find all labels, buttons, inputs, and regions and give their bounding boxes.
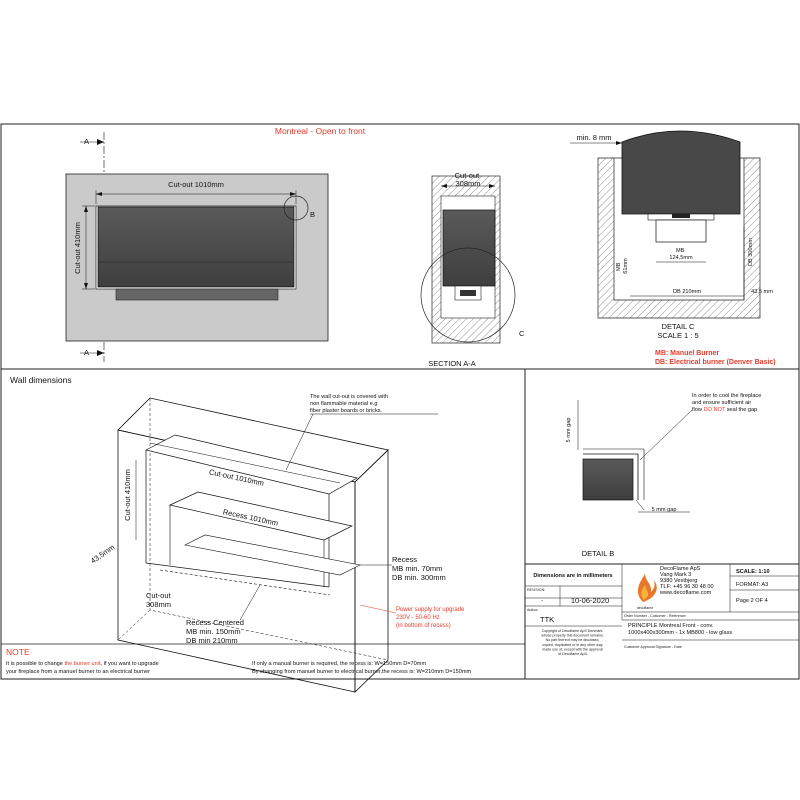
order-header: Order Number - Customer - Reference:	[624, 614, 687, 618]
author-label: Author:	[527, 608, 539, 612]
fireplace-front	[97, 206, 295, 288]
detail-c-marker: C	[519, 329, 525, 338]
detail-c-mb-height: MB 61mm	[616, 258, 629, 274]
detail-b-title: DETAIL B	[582, 549, 615, 558]
revision-value: -	[541, 598, 543, 604]
detail-b-gap-horizontal: 5 mm gap	[652, 507, 677, 513]
front-cutout-width: Cut-out 1010mm	[168, 180, 224, 189]
principle-text: PRINCIPLE Montreal Front - conv. 1000x40…	[628, 623, 732, 636]
legend-mb: MB: Manuel Burner	[655, 350, 719, 357]
company-address: DecoFlame ApS Vang Mark 3 9380 Vestbjerg…	[659, 566, 715, 596]
note-heading: NOTE	[6, 647, 30, 657]
wall-callout: The wall cut-out is covered with non fla…	[310, 394, 390, 414]
title-block	[525, 564, 799, 641]
revision-label: REVISION:	[527, 588, 545, 592]
detail-c-side: 43,5 mm	[751, 289, 773, 295]
decoflame-logo-icon: decoflame	[637, 574, 657, 610]
author-value: TTK	[540, 615, 554, 624]
centered-title: Recess Centered	[186, 618, 244, 627]
centered-db: DB min 210mm	[186, 636, 238, 645]
drawing-title: Montreal - Open to front	[275, 126, 366, 136]
dims-note: Dimensions are in millimeters	[533, 573, 612, 579]
fireplace-base	[115, 288, 279, 301]
note-line-4: By changing from manuel burner to electr…	[252, 669, 472, 675]
detail-c-min-gap: min. 8 mm	[576, 133, 611, 142]
section-marker-top: A	[84, 137, 89, 146]
approval-label: Customer Approval Signature - Date	[624, 645, 682, 649]
note-line-2: your fireplace from a manuel burner to a…	[6, 669, 150, 675]
detail-b-gap-vertical: 5 mm gap	[566, 418, 572, 443]
section-arrowhead-top	[97, 139, 104, 145]
note-line-1: It is possible to change the burner unit…	[6, 661, 159, 667]
copyright-text: Copyright of Decoflame ApS Denmark, whos…	[541, 629, 605, 656]
wall-dimensions-heading: Wall dimensions	[10, 375, 72, 385]
detail-c-db-width: DB 210mm	[673, 289, 701, 295]
section-arrowhead-bottom	[97, 350, 104, 356]
power-supply-note: Power supply for upgrade 230V - 50-60 Hz…	[396, 607, 466, 629]
detail-c-title: DETAIL C	[662, 322, 696, 331]
page-number: Page 2 OF 4	[736, 598, 768, 604]
recess-title: Recess	[392, 555, 417, 564]
front-cutout-height: Cut-out 410mm	[73, 222, 82, 274]
detail-c-fireplace	[621, 130, 741, 215]
detail-b-note: In order to cool the fireplace and ensur…	[692, 393, 763, 413]
wall-cutout-height: Cut-out 410mm	[123, 469, 132, 521]
legend-db: DB: Electrical burner (Denver Basic)	[655, 359, 776, 366]
logo-wordmark: decoflame	[637, 606, 654, 610]
detail-c-burner	[655, 219, 707, 243]
format-value: FORMAT: A3	[736, 582, 768, 588]
scale-value: SCALE: 1:10	[736, 569, 770, 575]
section-label: SECTION A-A	[428, 359, 476, 368]
detail-b-marker: B	[310, 210, 315, 219]
note-line-3: If only a manual burner is required, the…	[252, 661, 426, 667]
section-marker-bottom: A	[84, 348, 89, 357]
centered-mb: MB min. 150mm	[186, 627, 241, 636]
detail-c-mb-width: MB 124,5mm	[669, 248, 693, 261]
detail-c-circle	[420, 247, 516, 343]
recess-db: DB min. 300mm	[392, 573, 446, 582]
detail-c-db-height: DB 300mm	[748, 238, 754, 266]
detail-c-scale: SCALE 1 : 5	[657, 331, 698, 340]
recess-mb: MB min. 70mm	[392, 564, 442, 573]
drawing-date: 10-06-2020	[571, 596, 609, 605]
wall-cutout-depth: Cut-out 308mm	[146, 591, 173, 609]
detail-b-circle	[283, 195, 309, 221]
detail-b-drawing	[577, 400, 645, 511]
section-cutout-depth: Cut-out 308mm	[455, 171, 482, 188]
